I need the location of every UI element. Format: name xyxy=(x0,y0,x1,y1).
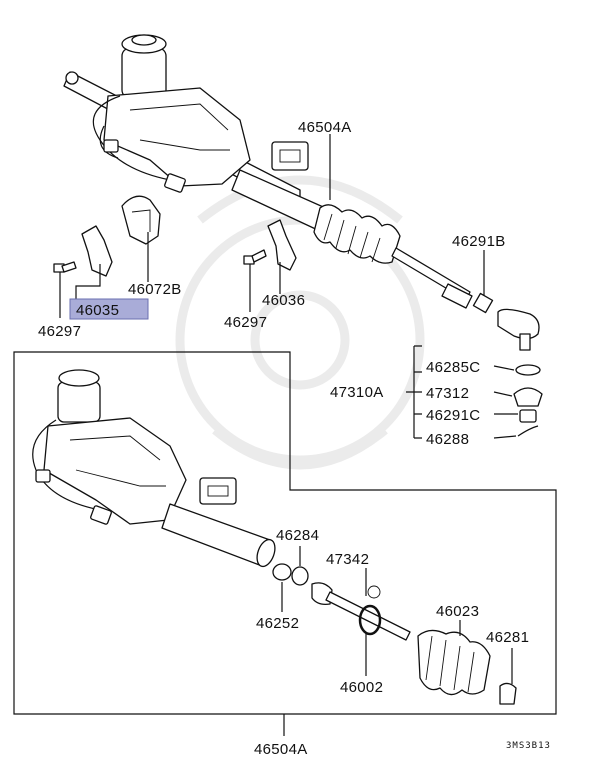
steering-gear-assembly-top xyxy=(63,34,473,309)
bolt-46297-mid xyxy=(243,249,267,265)
detail-box-outline xyxy=(13,351,557,715)
label-46504A-top[interactable]: 46504A xyxy=(298,119,352,136)
label-47312[interactable]: 47312 xyxy=(426,385,469,402)
label-47310A[interactable]: 47310A xyxy=(330,384,384,401)
steering-gear-assembly-bottom xyxy=(32,369,517,705)
label-46291C[interactable]: 46291C xyxy=(426,407,480,424)
leader-lines-top xyxy=(59,134,518,439)
label-46002[interactable]: 46002 xyxy=(340,679,383,696)
label-46284[interactable]: 46284 xyxy=(276,527,319,544)
label-47342[interactable]: 47342 xyxy=(326,551,369,568)
label-46291B[interactable]: 46291B xyxy=(452,233,506,250)
label-46252[interactable]: 46252 xyxy=(256,615,299,632)
watermark-emblem xyxy=(175,175,425,470)
label-46035[interactable]: 46035 xyxy=(76,302,119,319)
bolt-46297-left xyxy=(53,261,77,273)
bracket-46072B xyxy=(121,195,161,245)
label-46504A-bottom[interactable]: 46504A xyxy=(254,741,308,758)
leader-lines-bottom xyxy=(281,546,513,736)
highlight-46035 xyxy=(69,298,149,320)
clamp-46036 xyxy=(267,219,297,271)
tie-rod-end-top xyxy=(472,292,540,351)
label-46297-mid[interactable]: 46297 xyxy=(224,314,267,331)
clamp-46035 xyxy=(81,225,113,277)
diagram-code: 3MS3B13 xyxy=(506,741,551,751)
label-46285C[interactable]: 46285C xyxy=(426,359,480,376)
kit-parts-right xyxy=(513,364,543,437)
label-46072B[interactable]: 46072B xyxy=(128,281,182,298)
label-46297-left[interactable]: 46297 xyxy=(38,323,81,340)
label-46288[interactable]: 46288 xyxy=(426,431,469,448)
label-46023[interactable]: 46023 xyxy=(436,603,479,620)
label-46036[interactable]: 46036 xyxy=(262,292,305,309)
label-46281[interactable]: 46281 xyxy=(486,629,529,646)
